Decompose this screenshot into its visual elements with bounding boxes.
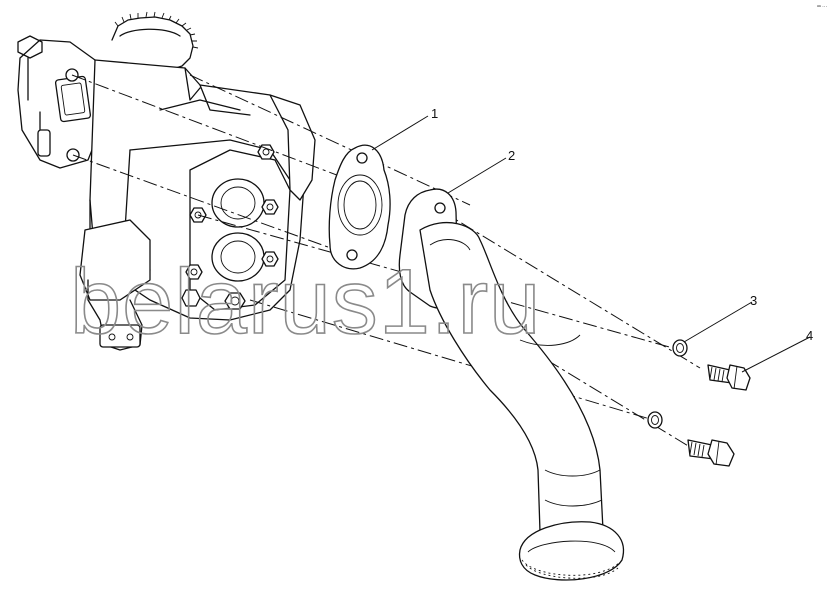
pump-mounting-flange	[17, 35, 101, 169]
part-4-bolts	[687, 364, 751, 467]
callout-3: 3	[750, 293, 757, 308]
pump-drive-gear	[111, 11, 199, 73]
bolt-upper	[707, 364, 751, 391]
pressure-relief-valve	[79, 219, 151, 351]
callout-2: 2	[508, 148, 515, 163]
part-3-washers	[647, 339, 688, 429]
watermark: belarus1.ru	[70, 251, 541, 353]
callout-4: 4	[806, 328, 813, 343]
pipe-intake-strainer	[518, 521, 624, 581]
pump-side-bracket	[269, 94, 316, 201]
bolt-lower	[687, 439, 735, 467]
oil-pump-assembly	[17, 11, 316, 351]
callout-leaders	[371, 115, 811, 373]
corner-mark: ᵃᵃ ···	[817, 4, 827, 10]
callout-1: 1	[431, 106, 438, 121]
part-2-suction-pipe	[398, 188, 624, 581]
part-1-gasket	[328, 144, 391, 270]
washer-lower	[647, 411, 663, 429]
pump-front-cover	[119, 144, 291, 311]
washer-upper	[672, 339, 688, 357]
